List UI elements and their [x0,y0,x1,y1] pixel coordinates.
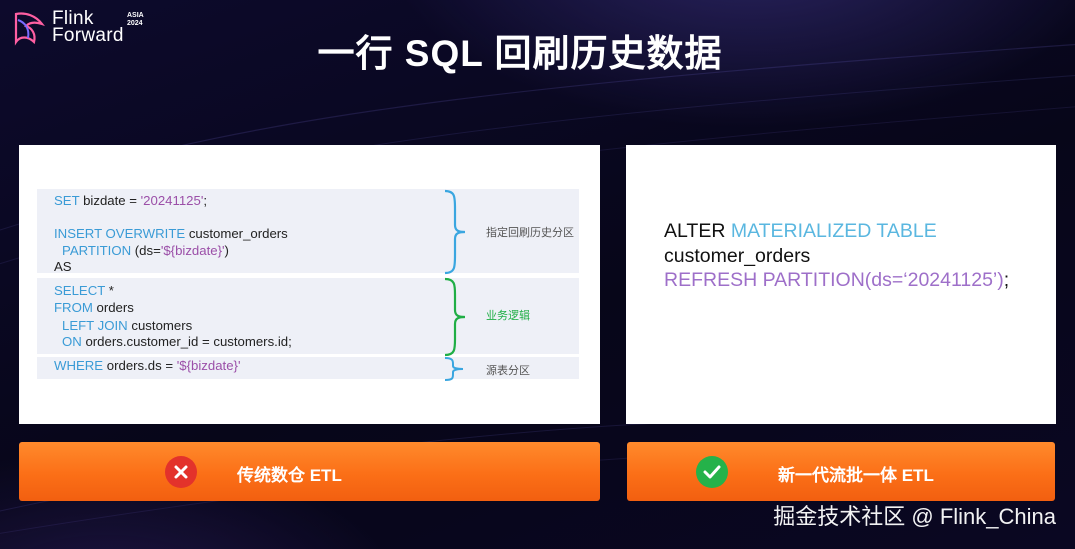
blue-brace-icon [444,189,466,275]
code-line: ON orders.customer_id = customers.id; [62,334,292,349]
stream-batch-etl-bar: 新一代流批一体 ETL [627,442,1055,501]
flink-logo-icon [14,12,45,46]
materialized-table-panel: ALTER MATERIALIZED TABLE customer_orders… [626,145,1056,424]
slide-title: 一行 SQL 回刷历史数据 [317,33,723,74]
logo-line1: Flink [52,8,94,29]
traditional-etl-label: 传统数仓 ETL [237,466,342,485]
code-line: AS [54,259,72,274]
logo-year-text: 2024 [127,20,143,27]
code-block-business-logic [37,278,579,354]
code-line: SET bizdate = '20241125'; [54,193,208,208]
blue-small-brace-icon [444,357,464,381]
green-brace-icon [444,277,466,357]
code-line: INSERT OVERWRITE customer_orders [54,226,288,241]
code-line: WHERE orders.ds = '${bizdate}' [54,358,241,373]
logo-asia-text: ASIA [127,12,144,19]
code-line: PARTITION (ds='${bizdate}') [62,243,229,258]
code-block-source-partition [37,357,579,379]
check-icon [696,456,728,488]
traditional-sql-panel: SET bizdate = '20241125'; INSERT OVERWRI… [19,145,600,424]
sql-line-alter: ALTER MATERIALIZED TABLE [664,220,937,242]
note-business-logic: 业务逻辑 [486,310,530,322]
close-icon [165,456,197,488]
flink-forward-logo: Flink Forward ASIA 2024 [12,8,144,46]
sql-line-table: customer_orders [664,245,811,267]
traditional-etl-bar: 传统数仓 ETL [19,442,600,501]
code-line: SELECT * [54,283,114,298]
note-history-partition: 指定回刷历史分区 [486,227,574,239]
code-block-partition [37,189,579,273]
logo-asia-badge: ASIA 2024 [127,12,144,28]
stream-batch-etl-label: 新一代流批一体 ETL [778,466,934,485]
sql-line-refresh: REFRESH PARTITION(ds=‘20241125’); [664,269,1010,291]
watermark-text: 掘金技术社区 @ Flink_China [773,504,1056,529]
code-line: LEFT JOIN customers [62,318,193,333]
logo-line2: Forward [52,25,124,46]
note-source-partition: 源表分区 [486,365,530,377]
code-line: FROM orders [54,300,134,315]
